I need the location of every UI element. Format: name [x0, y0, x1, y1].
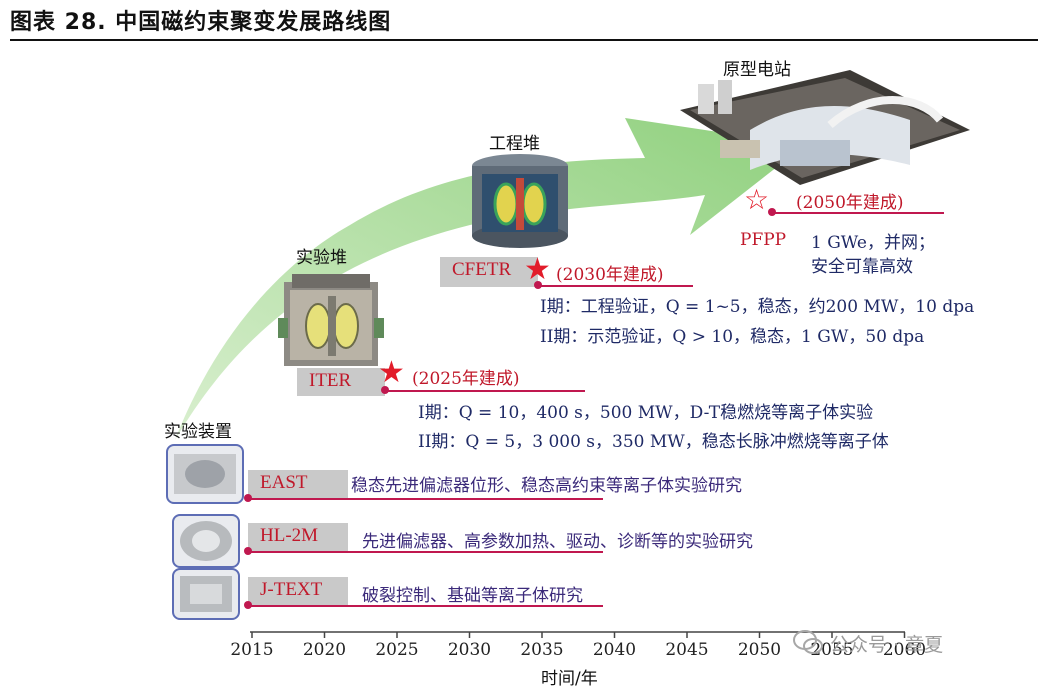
axis-tick-label: 2035 — [520, 640, 564, 660]
jtext-line — [248, 605, 603, 607]
east-line — [248, 498, 603, 500]
pfpp-spec-power: 1 GWe，并网； — [811, 233, 935, 253]
pfpp-star-icon: ☆ — [744, 183, 770, 216]
stage-experimental-device: 实验装置 — [164, 422, 232, 442]
axis-tick-label: 2040 — [592, 640, 637, 660]
pfpp-built-year: (2050年建成) — [796, 193, 904, 213]
jtext-description: 破裂控制、基础等离子体研究 — [362, 586, 583, 606]
iter-line — [385, 390, 585, 392]
jtext-device-image — [172, 568, 240, 620]
prototype-plant-image — [680, 70, 970, 185]
title-rule — [10, 39, 1038, 41]
cfetr-phase2: II期：示范验证，Q > 10，稳态，1 GW，50 dpa — [540, 327, 925, 347]
axis-tick-label: 2060 — [882, 640, 927, 660]
cfetr-reactor-image — [472, 154, 568, 248]
axis-tick-label: 2045 — [665, 640, 709, 660]
stage-experimental-reactor: 实验堆 — [296, 248, 347, 268]
cfetr-star-icon: ★ — [524, 252, 551, 287]
east-dot — [244, 494, 252, 502]
hl2m-device-image — [172, 514, 240, 568]
iter-reactor-image — [278, 274, 384, 366]
hl2m-label: HL-2M — [248, 523, 348, 551]
east-device-image — [166, 444, 244, 504]
pfpp-dot — [768, 208, 776, 216]
iter-built-year: (2025年建成) — [412, 369, 520, 389]
cfetr-dot — [534, 281, 542, 289]
hl2m-line — [248, 551, 603, 553]
cfetr-phase1: I期：工程验证，Q = 1~5，稳态，约200 MW，10 dpa — [540, 297, 975, 317]
pfpp-spec-safety: 安全可靠高效 — [811, 257, 913, 277]
stage-prototype-plant: 原型电站 — [723, 60, 791, 80]
pfpp-line — [772, 212, 944, 214]
cfetr-built-year: (2030年建成) — [556, 265, 664, 285]
axis-title: 时间/年 — [541, 669, 598, 689]
figure-title: 图表 28. 中国磁约束聚变发展路线图 — [10, 10, 392, 35]
east-label: EAST — [248, 470, 348, 498]
watermark-text: 公众号 · 章夏 — [830, 634, 944, 656]
axis-tick-label: 2025 — [375, 640, 419, 660]
cfetr-label: CFETR — [440, 257, 538, 287]
hl2m-dot — [244, 547, 252, 555]
iter-phase2: II期：Q = 5，3 000 s，350 MW，稳态长脉冲燃烧等离子体 — [418, 432, 889, 452]
iter-phase1: I期：Q = 10，400 s，500 MW，D-T稳燃烧等离子体实验 — [418, 403, 874, 423]
iter-star-icon: ★ — [378, 355, 405, 390]
iter-label: ITER — [297, 368, 385, 396]
jtext-dot — [244, 601, 252, 609]
axis-tick-label: 2020 — [302, 640, 347, 660]
axis-tick-label: 2030 — [447, 640, 492, 660]
cfetr-line — [538, 285, 693, 287]
east-description: 稳态先进偏滤器位形、稳态高约束等离子体实验研究 — [351, 476, 742, 496]
jtext-label: J-TEXT — [248, 577, 348, 605]
hl2m-description: 先进偏滤器、高参数加热、驱动、诊断等的实验研究 — [362, 532, 753, 552]
stage-engineering-reactor: 工程堆 — [489, 134, 540, 154]
axis-tick-label: 2015 — [230, 640, 274, 660]
axis-tick-label: 2050 — [737, 640, 782, 660]
iter-dot — [381, 386, 389, 394]
wechat-logo-icon — [792, 628, 824, 656]
pfpp-label: PFPP — [740, 230, 787, 250]
